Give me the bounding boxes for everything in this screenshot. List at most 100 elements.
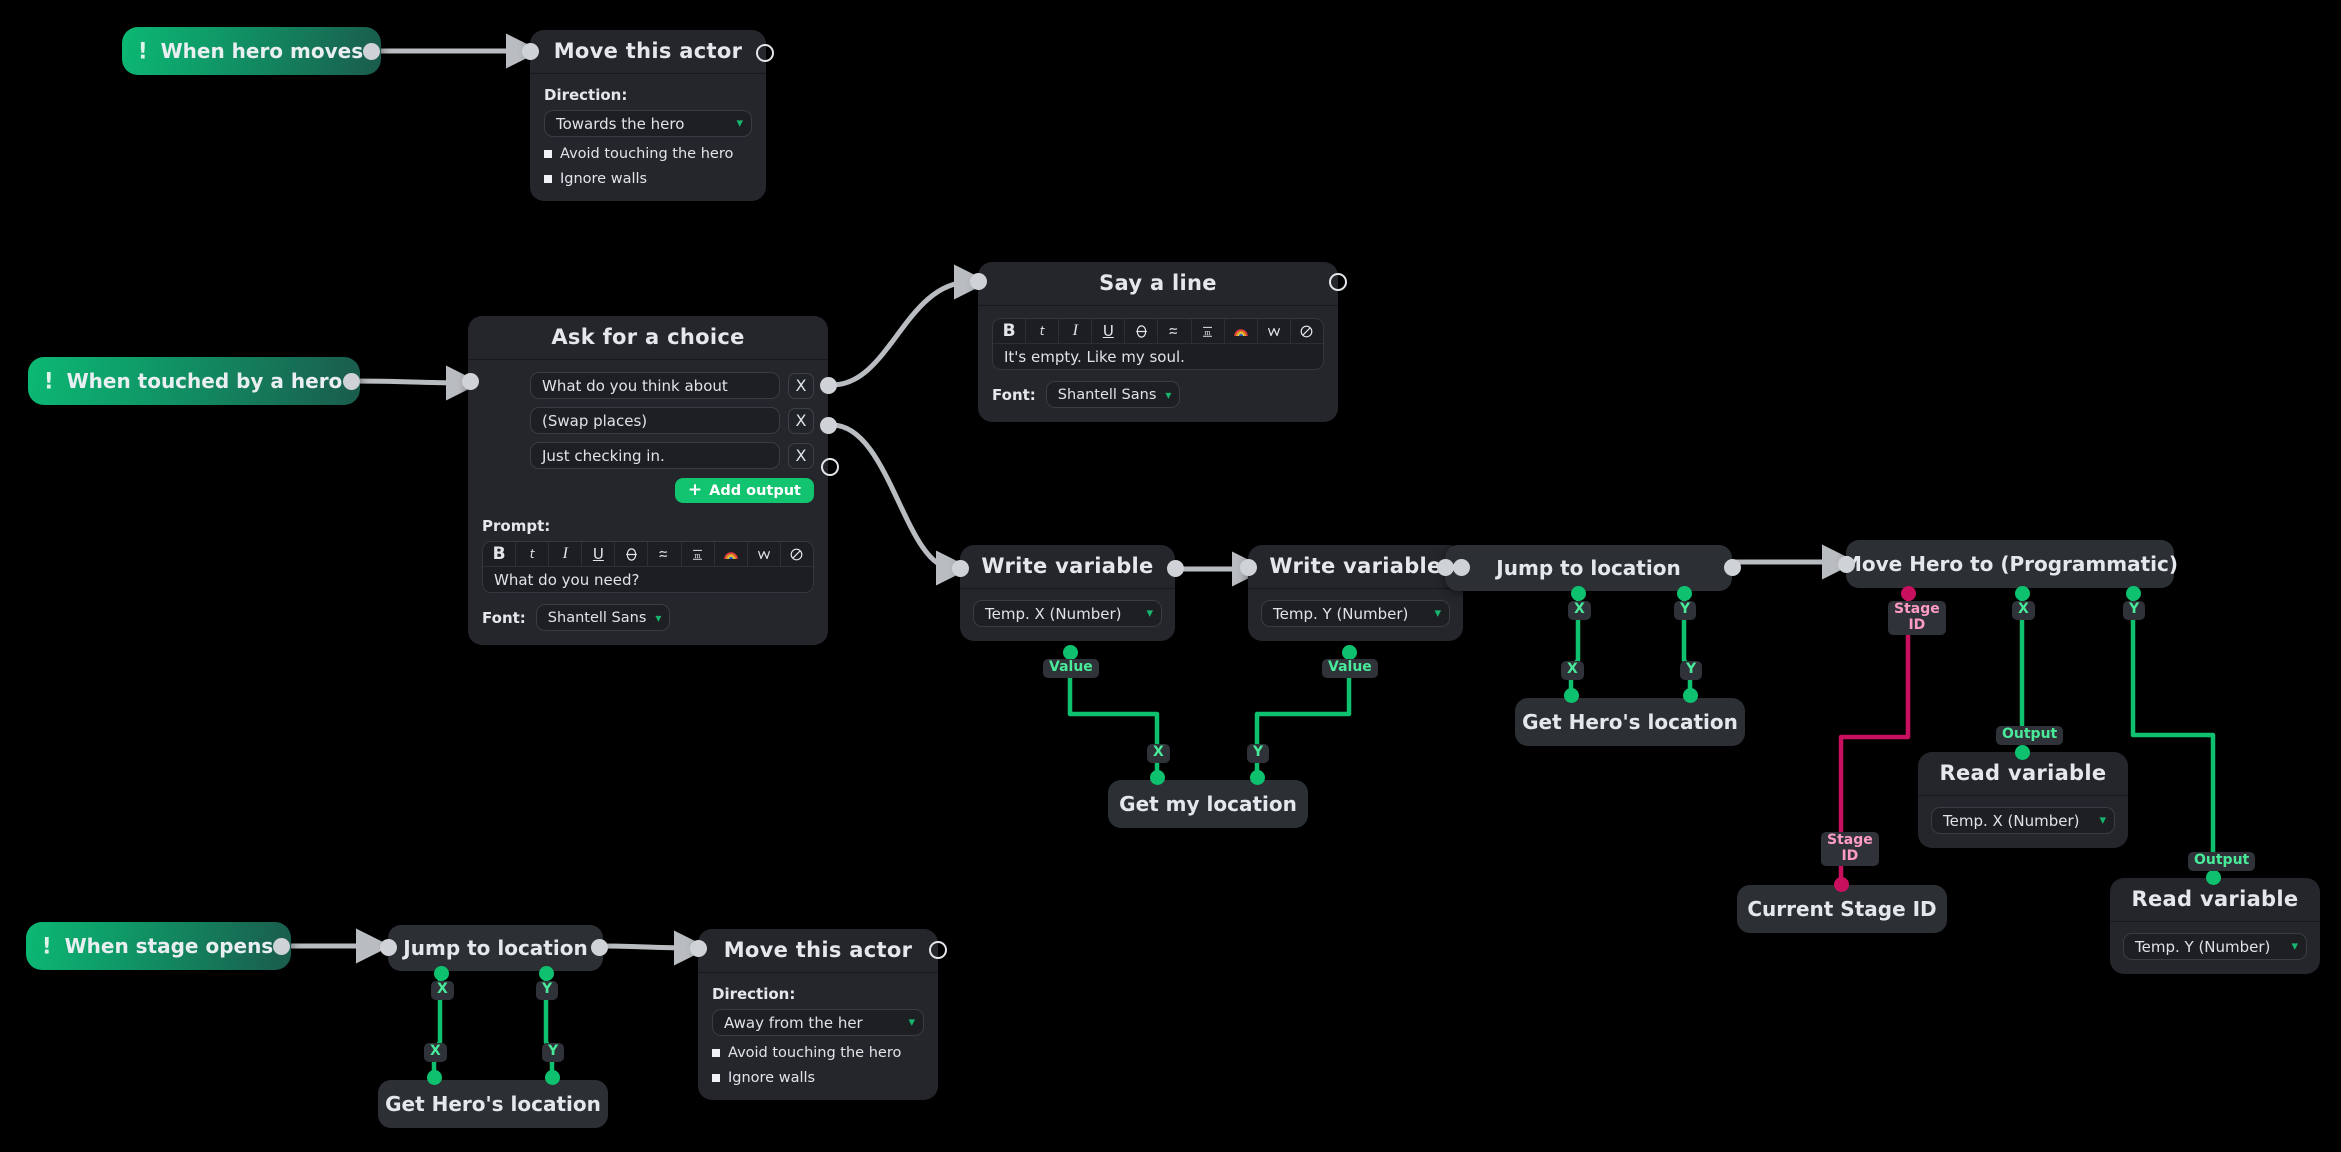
output-port-ask-choice-2[interactable]	[820, 417, 837, 434]
data-port-write-variable-y-value[interactable]	[1342, 645, 1357, 660]
shaky-icon[interactable]: m	[682, 542, 715, 566]
node-read-variable-y[interactable]: Read variable Temp. Y (Number) ▾	[2110, 878, 2320, 974]
output-text-field-3[interactable]: Just checking in.	[530, 442, 780, 469]
output-port-jump-to-location-mid[interactable]	[1724, 559, 1741, 576]
add-output-button[interactable]: + Add output	[674, 478, 814, 503]
node-write-variable-y[interactable]: Write variable Temp. Y (Number) ▾	[1248, 545, 1463, 641]
output-port-ask-choice-3[interactable]	[821, 458, 839, 476]
node-jump-to-location-bottom[interactable]: Jump to location	[388, 925, 603, 971]
direction-select[interactable]: Away from the her ▾	[712, 1009, 924, 1036]
checkbox-icon[interactable]	[544, 175, 552, 183]
font-select[interactable]: Shantell Sans ▾	[535, 604, 671, 631]
data-port-move-hero-stage-id[interactable]	[1901, 586, 1916, 601]
data-port-get-my-location-y[interactable]	[1250, 770, 1265, 785]
output-port-trigger-touched[interactable]	[343, 373, 360, 390]
small-text-icon[interactable]: t	[516, 542, 550, 566]
data-port-jump-mid-x[interactable]	[1571, 586, 1586, 601]
wavy-icon[interactable]	[748, 542, 781, 566]
underline-icon[interactable]: U	[582, 542, 616, 566]
input-port-jump-to-location-bottom[interactable]	[380, 939, 397, 956]
output-port-trigger-stage-opens[interactable]	[273, 938, 290, 955]
variable-select[interactable]: Temp. X (Number) ▾	[1931, 807, 2115, 834]
squiggly-icon[interactable]	[648, 542, 682, 566]
option-avoid-touching-hero[interactable]: Avoid touching the hero	[712, 1045, 924, 1061]
data-port-current-stage-id[interactable]	[1834, 877, 1849, 892]
data-port-jump-mid-y[interactable]	[1677, 586, 1692, 601]
option-avoid-touching-hero[interactable]: Avoid touching the hero	[544, 146, 752, 162]
data-port-jump-bottom-y[interactable]	[539, 966, 554, 981]
node-write-variable-x[interactable]: Write variable Temp. X (Number) ▾	[960, 545, 1175, 641]
trigger-node-when-touched-by-hero[interactable]: ! When touched by a hero	[28, 357, 361, 405]
input-port-move-actor-bottom[interactable]	[690, 940, 707, 957]
data-port-read-variable-y-output[interactable]	[2206, 870, 2221, 885]
node-get-heros-location-mid[interactable]: Get Hero's location	[1515, 698, 1745, 746]
checkbox-icon[interactable]	[712, 1074, 720, 1082]
rainbow-icon[interactable]	[1225, 319, 1258, 343]
node-ask-for-a-choice[interactable]: Ask for a choice What do you think about…	[468, 316, 828, 645]
trigger-node-when-stage-opens[interactable]: ! When stage opens	[26, 922, 292, 970]
remove-output-button-1[interactable]: X	[788, 372, 814, 399]
shaky-icon[interactable]: m	[1192, 319, 1225, 343]
underline-icon[interactable]: U	[1092, 319, 1126, 343]
rich-text-toolbar[interactable]: B t I U m	[483, 542, 813, 567]
input-port-move-hero-programmatic[interactable]	[1838, 556, 1855, 573]
node-current-stage-id[interactable]: Current Stage ID	[1737, 885, 1947, 933]
clear-formatting-icon[interactable]	[1291, 319, 1323, 343]
output-port-move-actor-top[interactable]	[756, 44, 774, 62]
output-text-field-1[interactable]: What do you think about	[530, 372, 780, 399]
output-text-field-2[interactable]: (Swap places)	[530, 407, 780, 434]
remove-output-button-2[interactable]: X	[788, 407, 814, 434]
node-read-variable-x[interactable]: Read variable Temp. X (Number) ▾	[1918, 752, 2128, 848]
node-jump-to-location-mid[interactable]: Jump to location	[1445, 545, 1732, 591]
checkbox-icon[interactable]	[544, 150, 552, 158]
small-text-icon[interactable]: t	[1026, 319, 1060, 343]
input-port-move-actor-top[interactable]	[522, 43, 539, 60]
checkbox-icon[interactable]	[712, 1049, 720, 1057]
line-text-input[interactable]: It's empty. Like my soul.	[993, 344, 1323, 369]
node-say-a-line[interactable]: Say a line B t I U m	[978, 262, 1338, 422]
output-port-move-actor-bottom[interactable]	[929, 941, 947, 959]
data-port-move-hero-x[interactable]	[2015, 586, 2030, 601]
italic-icon[interactable]: I	[549, 542, 583, 566]
input-port-write-variable-y[interactable]	[1240, 559, 1257, 576]
bold-icon[interactable]: B	[483, 542, 517, 566]
output-port-write-variable-x[interactable]	[1167, 560, 1184, 577]
variable-select[interactable]: Temp. Y (Number) ▾	[1261, 600, 1450, 627]
rich-text-toolbar[interactable]: B t I U m	[993, 319, 1323, 344]
remove-output-button-3[interactable]: X	[788, 442, 814, 469]
output-port-say-a-line[interactable]	[1329, 273, 1347, 291]
node-get-my-location[interactable]: Get my location	[1108, 780, 1308, 828]
prompt-text-input[interactable]: What do you need?	[483, 567, 813, 592]
output-port-write-variable-y[interactable]	[1453, 559, 1470, 576]
direction-select[interactable]: Towards the hero ▾	[544, 110, 752, 137]
font-select[interactable]: Shantell Sans ▾	[1045, 381, 1181, 408]
data-port-read-variable-x-output[interactable]	[2015, 745, 2030, 760]
strikethrough-icon[interactable]	[615, 542, 649, 566]
trigger-node-when-hero-moves[interactable]: ! When hero moves	[122, 27, 382, 75]
output-port-jump-to-location-bottom[interactable]	[591, 939, 608, 956]
output-port-trigger-hero-moves[interactable]	[363, 43, 380, 60]
data-port-jump-bottom-x[interactable]	[434, 966, 449, 981]
data-port-write-variable-x-value[interactable]	[1063, 645, 1078, 660]
node-move-hero-to-programmatic[interactable]: Move Hero to (Programmatic)	[1842, 540, 2178, 588]
clear-formatting-icon[interactable]	[781, 542, 813, 566]
variable-select[interactable]: Temp. Y (Number) ▾	[2123, 933, 2307, 960]
data-port-move-hero-y[interactable]	[2126, 586, 2141, 601]
data-port-get-heros-bottom-x[interactable]	[427, 1070, 442, 1085]
output-port-ask-choice-1[interactable]	[820, 377, 837, 394]
rainbow-icon[interactable]	[715, 542, 748, 566]
data-port-get-my-location-x[interactable]	[1150, 770, 1165, 785]
node-move-this-actor-top[interactable]: Move this actor Direction: Towards the h…	[530, 30, 766, 201]
bold-icon[interactable]: B	[993, 319, 1027, 343]
line-rich-text-editor[interactable]: B t I U m	[992, 318, 1324, 370]
input-port-say-a-line[interactable]	[970, 273, 987, 290]
wavy-icon[interactable]	[1258, 319, 1291, 343]
data-port-get-heros-mid-x[interactable]	[1564, 688, 1579, 703]
data-port-get-heros-mid-y[interactable]	[1683, 688, 1698, 703]
italic-icon[interactable]: I	[1059, 319, 1093, 343]
squiggly-icon[interactable]	[1158, 319, 1192, 343]
strikethrough-icon[interactable]	[1125, 319, 1159, 343]
option-ignore-walls[interactable]: Ignore walls	[544, 171, 752, 187]
node-get-heros-location-bottom[interactable]: Get Hero's location	[378, 1080, 608, 1128]
